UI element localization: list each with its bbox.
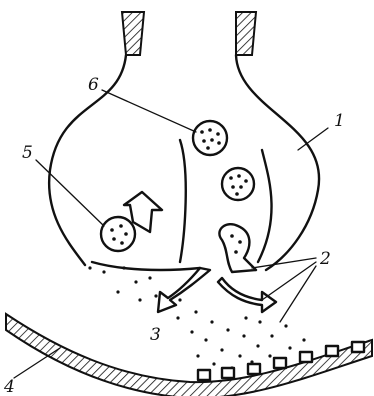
label-4: 4: [3, 377, 15, 396]
vesicle-5: [101, 217, 135, 251]
label-1: 1: [334, 111, 345, 131]
vesicle: [222, 168, 254, 200]
terminal-bottom: [92, 262, 200, 270]
leader-5: [36, 160, 104, 226]
postsynaptic-membrane: [6, 314, 372, 396]
release-arrow: [158, 268, 210, 312]
inner-membrane-right: [258, 150, 272, 262]
leader-2a: [252, 258, 316, 268]
axon-stalk: [122, 12, 256, 55]
leader-6: [102, 90, 196, 132]
label-3: 3: [150, 325, 161, 345]
recycle-arrow-up: [124, 192, 162, 232]
inner-membrane-left: [180, 140, 186, 262]
label-5: 5: [22, 143, 33, 163]
label-2: 2: [319, 249, 331, 269]
label-6: 6: [88, 75, 99, 95]
vesicle-6: [193, 121, 227, 155]
fusing-vesicle: [219, 224, 256, 272]
reuptake-arrow: [218, 278, 276, 312]
leader-4: [14, 348, 60, 378]
